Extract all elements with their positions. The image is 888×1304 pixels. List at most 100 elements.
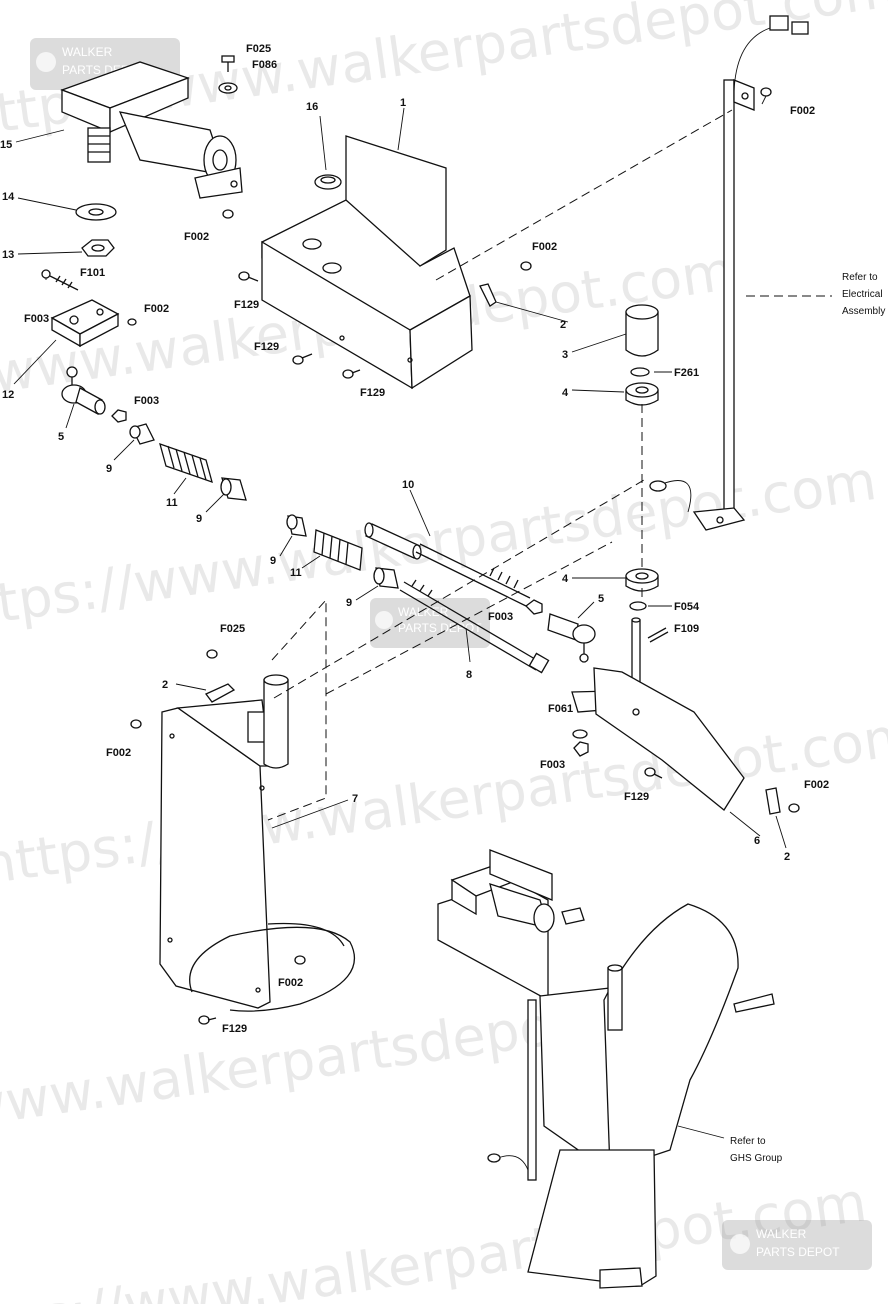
screw-f129-drawing [238, 271, 259, 282]
nut-f002-drawing [127, 318, 137, 326]
spacer-4-drawing [625, 568, 659, 592]
logo-brand: WALKER [62, 45, 113, 59]
logo-text: PARTS DEPOT [398, 621, 482, 635]
callout: 3 [562, 349, 568, 361]
screw-f061-drawing [572, 729, 588, 739]
fastener-label: F086 [252, 59, 277, 71]
washer-f261-drawing [630, 367, 650, 377]
nut-f002-drawing [520, 261, 532, 271]
callout: 4 [562, 387, 569, 399]
nut-f002-drawing [788, 803, 800, 813]
wire-drawing [661, 480, 692, 513]
fastener-label: F054 [674, 601, 700, 613]
logo-text: PARTS DEPOT [756, 1245, 840, 1259]
callout: 5 [598, 593, 604, 605]
threaded-rod-drawing [415, 543, 531, 607]
screw-f025-drawing [218, 55, 238, 94]
callout-labels: 1 16 15 14 13 12 5 9 11 9 2 3 4 10 9 11 … [0, 43, 829, 1035]
chute-base-7-drawing [159, 674, 355, 1012]
bushing-9-drawing [286, 514, 307, 537]
fastener-label: F002 [106, 747, 131, 759]
leader-lines [13, 95, 787, 1139]
clip-2-drawing [765, 787, 781, 815]
deflector-6-drawing [571, 617, 745, 811]
fastener-label: F003 [540, 759, 565, 771]
fastener-label: F025 [220, 623, 245, 635]
callout: 5 [58, 431, 64, 443]
screw-f129-drawing [644, 767, 663, 779]
fastener-label: F002 [144, 303, 169, 315]
mounting-bracket-1-drawing [261, 135, 473, 390]
nut-f003-drawing [525, 599, 543, 615]
nut-f002-drawing [760, 87, 772, 97]
nut-f003-drawing [111, 409, 127, 423]
electrical-note-line: Electrical [842, 289, 883, 300]
electrical-note-line: Assembly [842, 306, 885, 317]
nut-f002-drawing [294, 955, 306, 965]
fastener-label: F129 [234, 299, 259, 311]
callout: 12 [2, 389, 14, 401]
tube-10-drawing [364, 522, 422, 560]
fastener-label: F002 [804, 779, 829, 791]
logo-brand: WALKER [398, 605, 449, 619]
gear-motor-drawing [60, 61, 243, 199]
spacer-4-drawing [625, 382, 659, 406]
fastener-label: F101 [80, 267, 105, 279]
clamp-block-12-drawing [50, 299, 120, 348]
nut-f002-drawing [222, 209, 234, 219]
bushing-9-drawing [129, 423, 155, 445]
callout: 1 [400, 97, 406, 109]
callout: 9 [270, 555, 276, 567]
callout: 9 [106, 463, 112, 475]
assembly-lines [267, 109, 832, 821]
callout: 15 [0, 139, 12, 151]
washer-14-drawing [75, 203, 117, 221]
fastener-label: F061 [548, 703, 573, 715]
screw-f025-drawing [206, 649, 218, 659]
callout: 2 [560, 319, 566, 331]
cap-3-drawing [625, 304, 659, 357]
bolt-f101-drawing [41, 269, 79, 291]
screw-f129-drawing [292, 353, 313, 365]
fastener-label: F002 [184, 231, 209, 243]
bushing-9-drawing [373, 567, 399, 589]
callout: 11 [166, 497, 178, 509]
fastener-label: F109 [674, 623, 699, 635]
callout: 9 [196, 513, 202, 525]
nut-f003-drawing [573, 741, 589, 757]
callout: 14 [2, 191, 15, 203]
bushing-9-drawing [220, 477, 247, 501]
assembled-chute-drawing [437, 849, 775, 1289]
nut-13-drawing [81, 239, 115, 257]
ball-joint-5-drawing [61, 366, 106, 415]
watermark-logo: WALKER PARTS DEPOT [370, 598, 490, 648]
callout: 2 [784, 851, 790, 863]
fastener-label: F003 [134, 395, 159, 407]
fastener-label: F261 [674, 367, 699, 379]
fastener-label: F129 [222, 1023, 247, 1035]
clip-2-drawing [204, 683, 236, 703]
nut-f002-drawing [130, 719, 142, 729]
fastener-label: F003 [488, 611, 513, 623]
callout: 2 [162, 679, 168, 691]
watermark-logo: WALKER PARTS DEPOT [722, 1220, 872, 1270]
fastener-label: F129 [254, 341, 279, 353]
support-pole-drawing [692, 15, 809, 531]
watermark-line: https://www.walkerpartsdepot.com [0, 703, 888, 897]
rod-8-drawing [399, 579, 550, 674]
callout: 7 [352, 793, 358, 805]
fastener-label: F003 [24, 313, 49, 325]
spring-11-drawing [159, 442, 213, 484]
fastener-label: F002 [790, 105, 815, 117]
ball-joint-5-drawing [547, 613, 596, 663]
callout: 16 [306, 101, 318, 113]
callout: 13 [2, 249, 14, 261]
reference-notes: Refer to Electrical Assembly Refer to GH… [730, 272, 885, 1164]
fastener-label: F129 [360, 387, 385, 399]
washer-f054-drawing [629, 601, 647, 611]
callout: 10 [402, 479, 414, 491]
callout: 9 [346, 597, 352, 609]
callout: 6 [754, 835, 760, 847]
callout: 4 [562, 573, 569, 585]
